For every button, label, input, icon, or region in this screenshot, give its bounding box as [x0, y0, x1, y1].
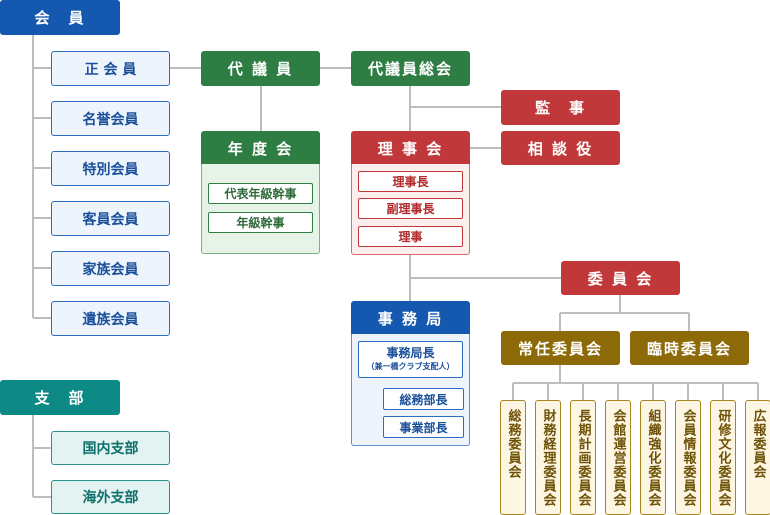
assembly-node: 代議員総会	[351, 51, 470, 86]
board-panel: 理事長 副理事長 理事	[351, 164, 470, 255]
annual-meeting-header: 年 度 会	[201, 131, 320, 165]
committee-member-info: 会員情報委員会	[675, 400, 701, 515]
secretariat-chief-note: （兼一橋クラブ支配人）	[366, 361, 455, 371]
committee-column-label: 組織強化委員会	[645, 409, 661, 507]
delegates-label: 代 議 員	[227, 60, 294, 78]
committee-training-culture: 研修文化委員会	[710, 400, 736, 515]
board-role-vice-chairman: 副理事長	[358, 198, 463, 219]
board-label: 理 事 会	[377, 139, 444, 158]
member-type-regular: 正 会 員	[51, 51, 170, 86]
auditor-node: 監 事	[501, 90, 620, 125]
annual-role-representative: 代表年級幹事	[208, 183, 313, 204]
assembly-label: 代議員総会	[367, 60, 453, 78]
auditor-label: 監 事	[534, 99, 586, 117]
advisor-node: 相 談 役	[501, 131, 620, 165]
branch-label: 海外支部	[82, 490, 139, 506]
members-header-label: 会 員	[34, 9, 86, 27]
committee-node: 委 員 会	[561, 261, 680, 295]
members-header: 会 員	[0, 0, 120, 35]
branch-overseas: 海外支部	[51, 480, 170, 514]
committee-column-label: 財務経理委員会	[540, 409, 556, 507]
committee-column-label: 研修文化委員会	[715, 409, 731, 507]
advisor-label: 相 談 役	[527, 139, 594, 158]
member-type-label: 客員会員	[82, 211, 139, 228]
committee-organization: 組織強化委員会	[640, 400, 666, 515]
member-type-family: 家族会員	[51, 251, 170, 286]
board-role-director: 理事	[358, 226, 463, 247]
branch-header: 支 部	[0, 380, 120, 415]
committee-column-label: 会館運営委員会	[610, 409, 626, 507]
department-business: 事業部長	[383, 416, 464, 438]
board-header: 理 事 会	[351, 131, 470, 165]
branch-label: 国内支部	[82, 441, 139, 457]
committee-general-affairs: 総務委員会	[500, 400, 526, 515]
adhoc-committee-node: 臨時委員会	[630, 331, 749, 365]
member-type-label: 家族会員	[82, 261, 139, 278]
department-label: 総務部長	[399, 392, 448, 407]
board-role-label: 理事	[398, 230, 423, 244]
board-role-chairman: 理事長	[358, 171, 463, 192]
board-role-label: 副理事長	[386, 202, 435, 216]
committee-long-term-planning: 長期計画委員会	[570, 400, 596, 515]
annual-meeting-label: 年 度 会	[227, 139, 294, 158]
committee-column-label: 会員情報委員会	[680, 409, 696, 507]
department-label: 事業部長	[399, 420, 448, 435]
branch-header-label: 支 部	[34, 389, 86, 407]
committee-public-relations: 広報委員会	[745, 400, 770, 515]
annual-role-label: 年級幹事	[236, 216, 285, 230]
delegates-node: 代 議 員	[201, 51, 320, 86]
secretariat-label: 事 務 局	[377, 309, 444, 328]
committee-hall-operations: 会館運営委員会	[605, 400, 631, 515]
secretariat-chief-label: 事務局長	[386, 345, 435, 360]
committee-finance: 財務経理委員会	[535, 400, 561, 515]
committee-column-label: 長期計画委員会	[575, 409, 591, 507]
annual-role-label: 代表年級幹事	[224, 187, 297, 201]
annual-meeting-panel: 代表年級幹事 年級幹事	[201, 164, 320, 254]
committee-label: 委 員 会	[587, 269, 654, 288]
member-type-label: 正 会 員	[84, 61, 137, 78]
standing-committee-node: 常任委員会	[501, 331, 620, 365]
member-type-label: 遺族会員	[82, 311, 139, 328]
secretariat-chief: 事務局長 （兼一橋クラブ支配人）	[358, 341, 463, 378]
adhoc-committee-label: 臨時委員会	[646, 339, 732, 358]
branch-domestic: 国内支部	[51, 431, 170, 465]
member-type-guest: 客員会員	[51, 201, 170, 236]
committee-column-label: 総務委員会	[505, 409, 521, 479]
member-type-honorary: 名誉会員	[51, 101, 170, 136]
member-type-special: 特別会員	[51, 151, 170, 186]
board-role-label: 理事長	[392, 175, 429, 189]
member-type-label: 特別会員	[82, 161, 139, 178]
department-general-affairs: 総務部長	[383, 388, 464, 410]
committee-column-label: 広報委員会	[750, 409, 766, 479]
member-type-label: 名誉会員	[82, 111, 139, 128]
annual-role-secretary: 年級幹事	[208, 212, 313, 233]
standing-committee-label: 常任委員会	[517, 339, 603, 358]
secretariat-header: 事 務 局	[351, 301, 470, 335]
member-type-bereaved: 遺族会員	[51, 301, 170, 336]
